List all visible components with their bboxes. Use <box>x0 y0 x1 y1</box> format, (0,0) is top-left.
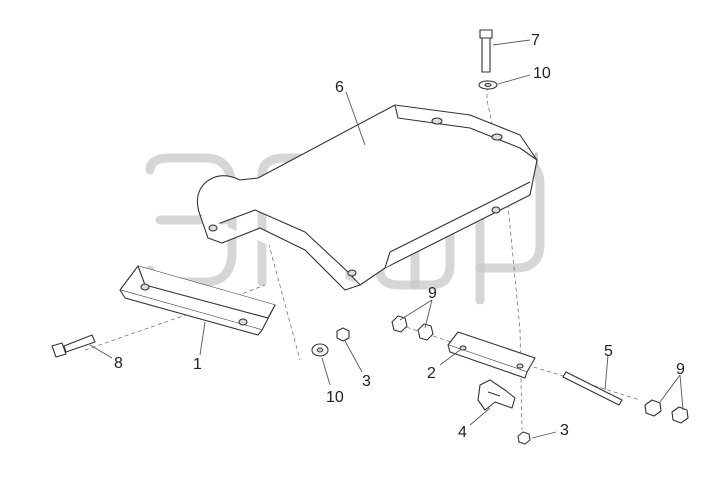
callout-9-middle: 9 <box>428 285 437 302</box>
part-4-clamp <box>477 379 516 411</box>
callout-7: 7 <box>531 32 540 49</box>
callout-4: 4 <box>458 424 467 441</box>
part-7-bolt <box>479 29 493 73</box>
callout-5: 5 <box>604 343 613 360</box>
callout-3-left: 3 <box>362 373 371 390</box>
part-10-washer-top <box>478 80 498 90</box>
callout-6: 6 <box>335 79 344 96</box>
part-9-nuts-right <box>644 399 689 424</box>
callouts: 7 10 6 9 5 9 8 1 10 3 2 4 3 <box>114 32 685 441</box>
callout-2: 2 <box>427 365 436 382</box>
callout-3-bottom: 3 <box>560 422 569 439</box>
part-3-nut-bottom <box>517 431 531 445</box>
part-3-nut-left <box>336 327 350 342</box>
part-9-nuts-middle <box>391 315 434 341</box>
part-1-bracket <box>119 265 276 336</box>
callout-1: 1 <box>193 356 202 373</box>
callout-10-lower: 10 <box>326 389 344 406</box>
part-8-long-bolt <box>51 334 96 358</box>
part-10-washer-lower <box>311 343 329 357</box>
callout-8: 8 <box>114 355 123 372</box>
part-6-mounting-plate <box>196 104 538 291</box>
leader-lines <box>89 39 684 439</box>
callout-9-right: 9 <box>676 361 685 378</box>
part-2-small-bracket <box>447 331 536 379</box>
part-5-stud <box>562 371 623 406</box>
callout-10-top: 10 <box>533 65 551 82</box>
